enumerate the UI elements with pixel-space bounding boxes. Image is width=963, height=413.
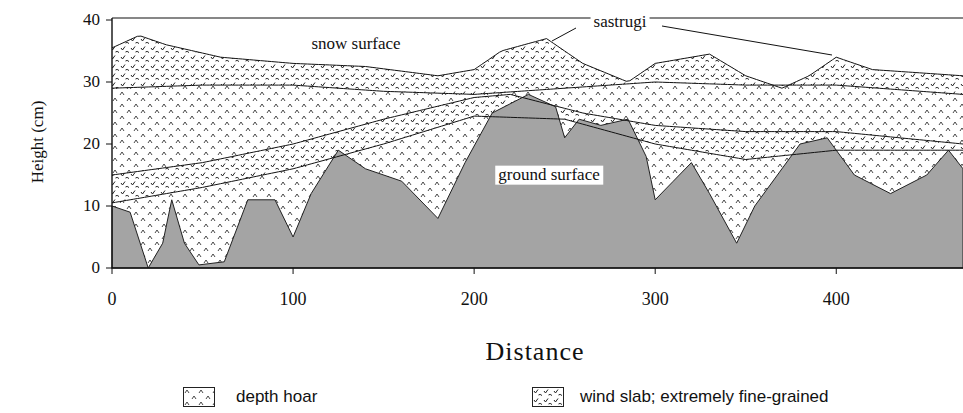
feature-label: sastrugi [591, 13, 650, 32]
frame-top [112, 17, 963, 18]
axis-title: Distance [486, 338, 585, 367]
tick-label: 10 [83, 197, 100, 216]
layer-boundary [112, 82, 963, 94]
tick-label: 100 [280, 290, 307, 310]
x-tick [474, 268, 475, 274]
depth-hoar-layer [112, 36, 963, 268]
swatch-fill [533, 388, 563, 406]
x-tick [836, 268, 837, 274]
y-tick [106, 206, 112, 207]
legend-text: depth hoar [236, 388, 317, 407]
tick-label: 0 [92, 259, 101, 278]
leader-line [662, 26, 832, 55]
x-tick [112, 268, 113, 274]
layer-boundary [112, 36, 963, 88]
legend-text: wind slab; extremely fine-grained [580, 388, 829, 407]
tick-label: 400 [823, 290, 850, 310]
tick-label: 300 [642, 290, 669, 310]
upper-wind-slab-layer [112, 36, 963, 94]
x-tick [655, 268, 656, 274]
tick-label: 20 [83, 135, 100, 154]
layer-boundary [112, 94, 963, 175]
tick-label: 40 [83, 11, 100, 30]
y-tick [106, 82, 112, 83]
layer-boundary [112, 116, 963, 203]
y-tick [106, 144, 112, 145]
axes [112, 18, 963, 268]
axis-title: Height (cm) [29, 101, 48, 184]
layer-label: snow surface [308, 35, 403, 54]
legend-swatch [532, 387, 564, 407]
x-tick [293, 268, 294, 274]
tick-label: 0 [108, 290, 117, 310]
ground [112, 94, 963, 268]
tick-label: 30 [83, 73, 100, 92]
y-tick [106, 268, 112, 269]
tick-label: 200 [461, 290, 488, 310]
y-tick [106, 20, 112, 21]
swatch-fill [184, 388, 214, 406]
layer-label: ground surface [495, 166, 603, 185]
leader-line [552, 28, 576, 41]
legend-swatch [183, 387, 215, 407]
